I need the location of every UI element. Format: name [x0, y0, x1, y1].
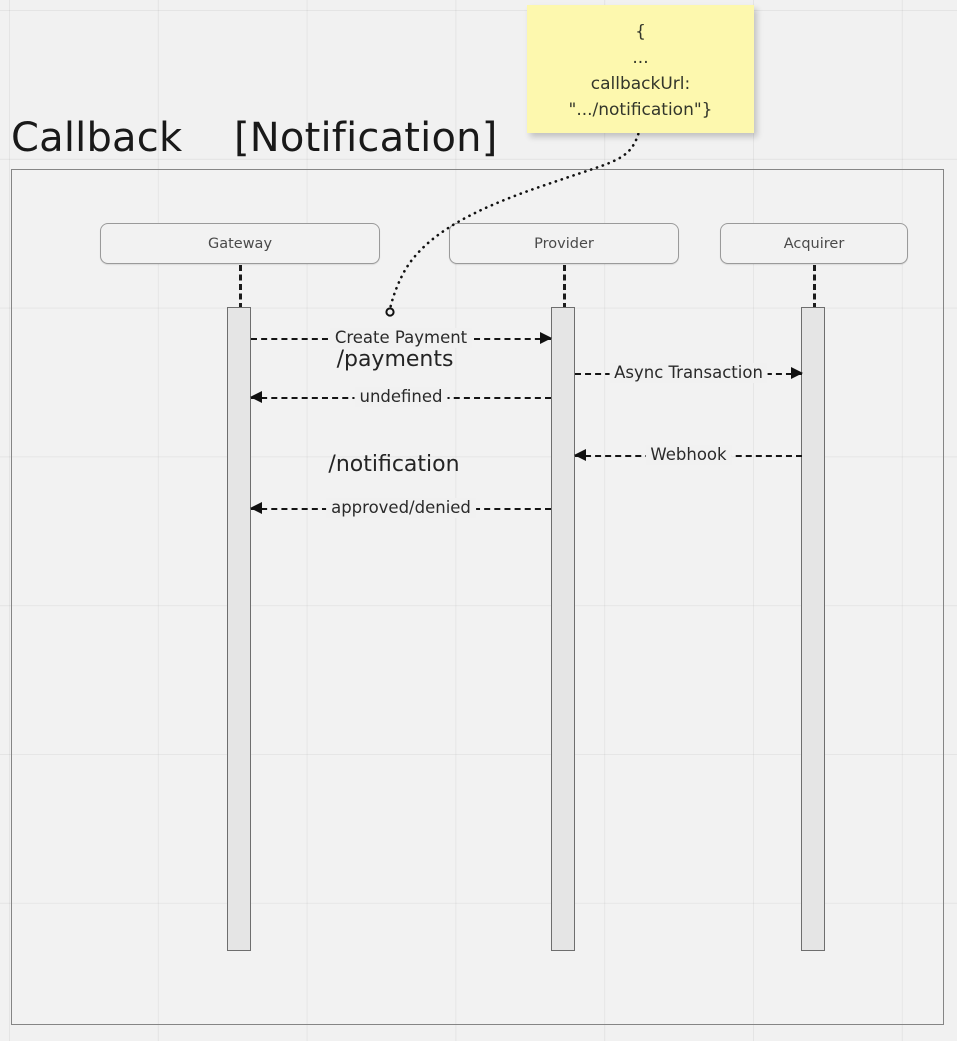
arrowhead-left-icon [250, 502, 262, 514]
message-create-payment[interactable]: Create Payment [251, 328, 552, 349]
message-approved-denied-note: /notification [328, 452, 460, 477]
message-async-transaction[interactable]: Async Transaction [575, 363, 803, 384]
participant-gateway-label: Gateway [207, 235, 273, 252]
lifeline-provider [563, 265, 566, 309]
message-webhook-label: Webhook [645, 445, 732, 465]
arrowhead-right-icon [791, 367, 803, 379]
sticky-note-line: ... [632, 48, 649, 68]
participant-acquirer[interactable]: Acquirer [720, 223, 908, 264]
participant-acquirer-label: Acquirer [783, 235, 845, 252]
arrowhead-right-icon [540, 332, 552, 344]
arrowhead-left-icon [250, 391, 262, 403]
participant-provider[interactable]: Provider [449, 223, 679, 264]
sticky-note-callback-url[interactable]: { ... callbackUrl: ".../notification"} [527, 5, 754, 133]
message-approved-denied-label: approved/denied [326, 498, 476, 518]
message-approved-denied[interactable]: approved/denied [250, 498, 551, 519]
lifeline-gateway [239, 265, 242, 309]
message-webhook[interactable]: Webhook [574, 445, 802, 466]
message-create-payment-label: Create Payment [329, 328, 473, 348]
sticky-note-line: callbackUrl: [590, 74, 691, 94]
message-undefined-label: undefined [354, 387, 448, 407]
lifeline-acquirer [813, 265, 816, 309]
message-undefined[interactable]: undefined [250, 387, 551, 408]
page-title: Callback [Notification] [11, 115, 498, 161]
sticky-note-line: ".../notification"} [568, 100, 713, 120]
diagram-frame [11, 169, 944, 1025]
activation-acquirer [801, 307, 825, 951]
message-create-payment-note: /payments [336, 347, 454, 372]
arrowhead-left-icon [574, 449, 586, 461]
message-async-transaction-label: Async Transaction [609, 363, 768, 383]
participant-gateway[interactable]: Gateway [100, 223, 380, 264]
participant-provider-label: Provider [534, 235, 594, 252]
activation-provider [551, 307, 575, 951]
activation-gateway [227, 307, 251, 951]
sticky-note-line: { [635, 22, 646, 42]
